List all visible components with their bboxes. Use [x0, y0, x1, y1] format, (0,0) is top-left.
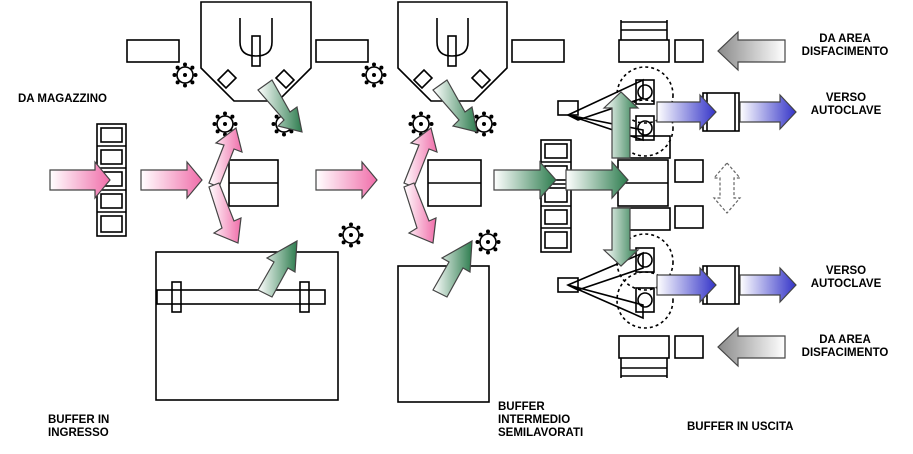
arrow-green-exit-down — [602, 207, 640, 267]
exit-rack-top — [618, 39, 670, 63]
arrow-magazzino-in — [49, 160, 111, 200]
arrow-blue-bottom-2 — [739, 266, 797, 304]
arrow-pink-down-1 — [208, 182, 242, 244]
arrow-buffer-to-station1 — [140, 160, 203, 200]
label-verso-top-line2: AUTOCLAVE — [810, 105, 882, 117]
label-buffer-ingresso: BUFFER IN INGRESSO — [48, 414, 109, 440]
label-da-area-top-line2: DISFACIMENTO — [801, 46, 889, 58]
label-buffer-intermedio-line3: SEMILAVORATI — [498, 427, 584, 439]
label-verso-top: VERSO AUTOCLAVE — [796, 92, 896, 118]
station2-head — [397, 1, 508, 102]
label-buffer-intermedio-line1: BUFFER — [498, 401, 545, 413]
label-buffer-ingresso-line1: BUFFER IN — [48, 414, 110, 426]
label-da-area-bottom-line1: DA AREA — [819, 334, 871, 346]
arrow-green-buffer-2 — [432, 239, 473, 298]
arrow-green-buffer-1 — [257, 239, 298, 298]
label-da-area-bottom-line2: DISFACIMENTO — [801, 347, 889, 359]
station2-right-block — [511, 39, 565, 63]
arrow-pink-up-2 — [403, 126, 438, 188]
label-da-magazzino: DA MAGAZZINO — [18, 93, 108, 105]
arrow-green-exit-up — [602, 91, 640, 159]
arrow-gray-top — [717, 30, 786, 72]
label-verso-bottom-line1: VERSO — [825, 265, 867, 277]
station1-left-block — [126, 39, 180, 63]
buffer-intermedio-box — [397, 265, 490, 403]
label-buffer-ingresso-line2: INGRESSO — [48, 427, 109, 439]
buffer-ingresso-box — [155, 251, 339, 401]
arrow-pink-up-1 — [208, 126, 243, 188]
label-da-area-top: DA AREA DISFACIMENTO — [794, 33, 896, 59]
arrow-station1-out — [315, 160, 378, 200]
station1-right-block — [315, 39, 369, 63]
label-verso-bottom: VERSO AUTOCLAVE — [796, 265, 896, 291]
arrow-green-station2-out — [493, 160, 557, 200]
arrow-green-head-2 — [432, 79, 478, 133]
arrow-pink-down-2 — [403, 182, 437, 244]
label-buffer-uscita: BUFFER IN USCITA — [687, 421, 794, 433]
arrow-green-head-1 — [257, 79, 303, 133]
exit-rack-bottom — [618, 335, 670, 359]
label-buffer-intermedio: BUFFER INTERMEDIO SEMILAVORATI — [498, 401, 583, 440]
label-da-area-bottom: DA AREA DISFACIMENTO — [794, 334, 896, 360]
label-verso-bottom-line2: AUTOCLAVE — [810, 278, 882, 290]
shuttle-dashed-arrow — [712, 162, 742, 214]
arrow-green-to-exit — [565, 160, 629, 200]
arrow-blue-bottom-1 — [656, 266, 717, 304]
station1-head — [200, 1, 312, 102]
label-buffer-intermedio-line2: INTERMEDIO — [498, 414, 571, 426]
arrow-blue-top-1 — [656, 93, 717, 131]
arrow-gray-bottom — [717, 326, 786, 368]
arrow-blue-top-2 — [739, 93, 797, 131]
label-verso-top-line1: VERSO — [825, 92, 867, 104]
label-da-area-top-line1: DA AREA — [819, 33, 871, 45]
